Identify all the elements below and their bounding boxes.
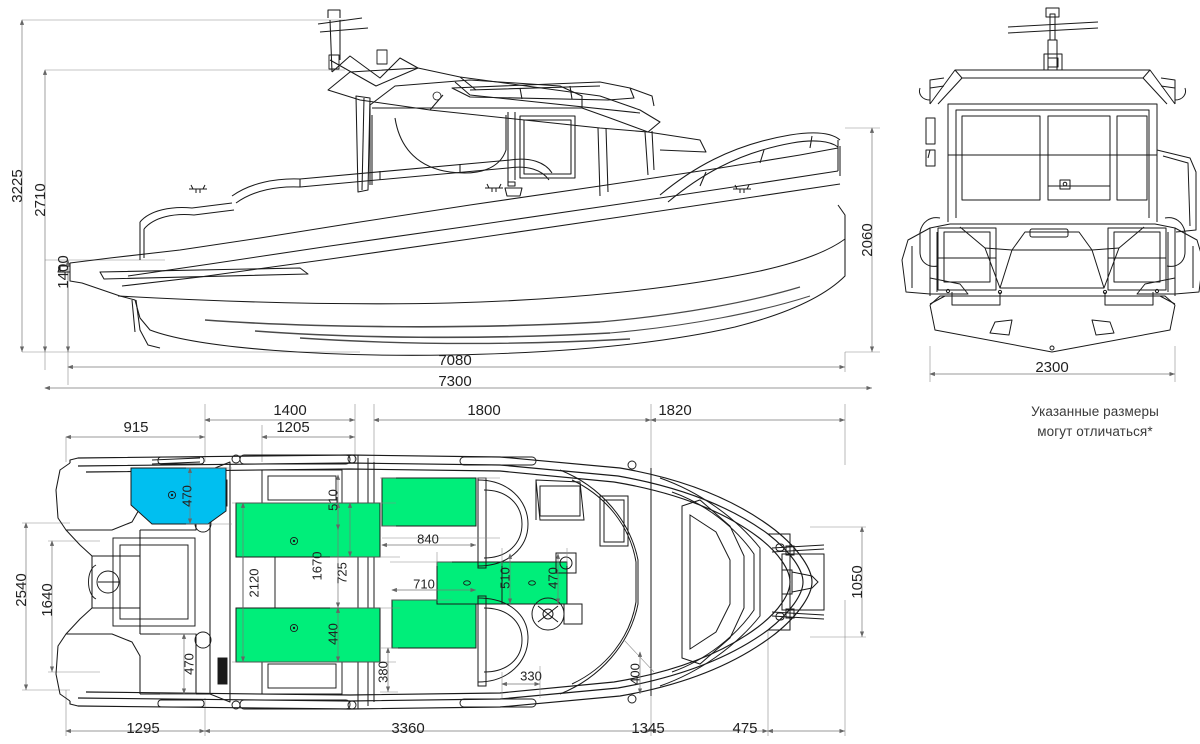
dim-label: 1800 [467,402,500,419]
plan-right-witness [810,526,866,638]
plan-left-witness [22,522,100,691]
dim-label: 915 [123,419,148,436]
dim-label: 2060 [859,223,876,256]
dim-label: 470 [181,653,196,675]
plan-dim-475: 475 [732,720,845,737]
dim-710: 710 [391,576,476,593]
dim-label: 7300 [438,373,471,390]
plan-view-group: 915 1400 1205 1800 1820 2540 [13,402,866,737]
dim-label: 470 [179,485,194,507]
side-dim-7300: 7300 [44,373,872,391]
dim-725: 725 [334,502,353,584]
plan-dim-1800: 1800 [373,402,651,423]
dim-510-center: 510 [497,553,512,604]
dim-label: 1205 [276,419,309,436]
plan-dim-915: 915 [65,419,205,440]
dim-label: 510 [497,567,512,589]
dim-510-upper: 510 [325,474,340,530]
cockpit-bench-stbd [235,607,381,663]
dim-label: 1640 [39,583,56,616]
dim-label: 7080 [438,352,471,369]
dim-330: 330 [501,668,542,687]
front-view-body [901,7,1200,353]
dim-label: 2120 [246,569,261,598]
dim-label: 475 [732,720,757,737]
plan-dim-1345: 1345 [631,720,768,737]
dim-label: 470 [545,567,560,589]
dim-label: 710 [413,576,435,591]
side-dim-2060: 2060 [859,127,876,352]
helm-seat-cushion-stbd [391,599,477,649]
dim-470-center: 470 [545,553,560,604]
plan-dim-1205: 1205 [261,419,355,440]
dim-label: 440 [325,623,340,645]
dim-label: 2300 [1035,359,1068,376]
plan-dim-1400: 1400 [204,402,355,423]
dim-label: 1820 [658,402,691,419]
dim-470-locker: 470 [181,633,196,694]
helm-seat-cushion-port [381,477,477,527]
dim-label: 840 [417,531,439,546]
cockpit-bench-port [235,502,381,558]
note-line-1: Указанные размеры [1031,404,1159,419]
plan-dim-1820: 1820 [650,402,845,423]
dim-label: 380 [375,661,390,683]
dim-380: 380 [375,647,390,692]
dim-label: 1345 [631,720,664,737]
plan-cabin-structure [357,455,825,709]
plan-dim-2540: 2540 [13,522,30,690]
dim-label: 1400 [273,402,306,419]
plan-dim-1050: 1050 [849,526,866,637]
front-dim-2300: 2300 [929,359,1175,377]
dim-label: 330 [520,668,542,683]
dim-470-aft: 470 [179,467,194,524]
plan-dim-1295: 1295 [65,720,205,737]
dim-label: 1670 [309,552,324,581]
plan-interior-dims: 470 2120 1670 725 510 [160,467,655,698]
dim-label: 400 [627,663,642,685]
dim-label: 510 [325,489,340,511]
side-dim-1400: 1400 [55,255,72,352]
side-dim-7080: 7080 [67,352,845,370]
note-line-2: могут отличаться* [1037,423,1153,439]
dim-840: 840 [381,531,476,548]
dim-label: 1295 [126,720,159,737]
side-dim-2710: 2710 [32,69,49,352]
side-view-group: 3225 2710 1400 2060 7080 7300 [9,9,880,391]
plan-dim-1640: 1640 [39,540,56,672]
plan-dim-3360: 3360 [204,720,651,737]
plan-seats [130,467,568,663]
side-dim-3225: 3225 [9,19,26,352]
front-view-group: 2300 [901,7,1200,382]
dim-400: 400 [627,651,642,694]
dim-label: 725 [334,562,349,584]
dim-label: 1050 [849,565,866,598]
dim-440: 440 [325,607,340,662]
dim-label: 3225 [9,169,26,202]
dim-label: 2710 [32,183,49,216]
side-view-hull [57,9,846,356]
dimensions-disclaimer-note: Указанные размеры могут отличаться* [1000,402,1190,441]
dim-2120: 2120 [240,502,261,662]
dim-label: 3360 [391,720,424,737]
dim-label: 2540 [13,573,30,606]
